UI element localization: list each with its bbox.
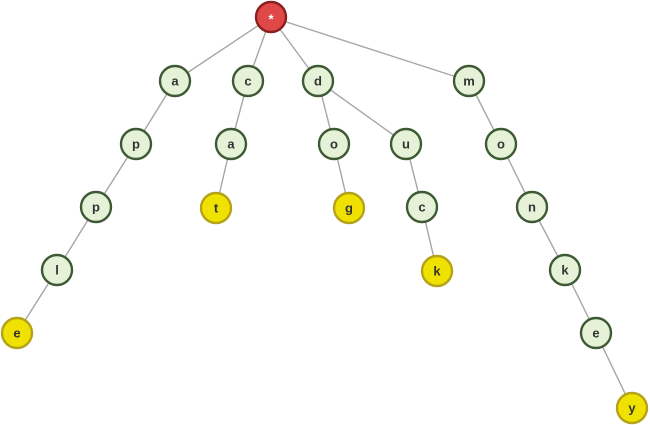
node-circle	[79, 190, 113, 224]
node-label: l	[55, 263, 59, 278]
node-circle	[405, 190, 439, 224]
trie-node-c: c	[231, 64, 265, 98]
node-label: t	[214, 201, 219, 216]
node-circle	[579, 316, 613, 350]
node-circle	[389, 127, 423, 161]
word-end-node-duck: k	[420, 254, 454, 288]
node-circle	[119, 127, 153, 161]
trie-node-du: u	[389, 127, 423, 161]
node-circle	[0, 316, 34, 350]
edge-d-du	[317, 80, 407, 145]
node-circle	[214, 127, 248, 161]
node-label: e	[592, 326, 599, 341]
trie-node-monke: e	[579, 316, 613, 350]
trie-node-ap: p	[119, 127, 153, 161]
word-end-node-apple: e	[0, 316, 34, 350]
node-circle	[548, 253, 582, 287]
node-circle	[452, 64, 486, 98]
trie-node-d: d	[301, 64, 335, 98]
edge-root-a	[174, 16, 272, 82]
node-label: o	[330, 137, 338, 152]
word-end-node-cat: t	[199, 191, 233, 225]
node-label: a	[171, 74, 179, 89]
node-label: n	[528, 200, 536, 215]
node-label: u	[402, 137, 410, 152]
node-circle	[317, 127, 351, 161]
node-label: d	[314, 74, 322, 89]
node-circle	[615, 391, 649, 425]
node-circle	[40, 253, 74, 287]
trie-node-mon: n	[515, 190, 549, 224]
trie-node-monk: k	[548, 253, 582, 287]
node-circle	[231, 64, 265, 98]
node-label: k	[433, 264, 441, 279]
trie-node-app: p	[79, 190, 113, 224]
node-circle	[158, 64, 192, 98]
root-node: *	[254, 0, 288, 34]
trie-node-a: a	[158, 64, 192, 98]
node-circle	[301, 64, 335, 98]
node-circle	[420, 254, 454, 288]
node-circle	[484, 127, 518, 161]
edge-root-m	[270, 16, 470, 82]
node-circle	[515, 190, 549, 224]
node-label: k	[561, 263, 569, 278]
node-label: c	[244, 74, 251, 89]
node-label: c	[418, 200, 425, 215]
node-label: e	[13, 326, 20, 341]
word-end-node-monkey: y	[615, 391, 649, 425]
trie-node-duc: c	[405, 190, 439, 224]
node-label: p	[92, 200, 100, 215]
node-label: a	[227, 137, 235, 152]
trie-node-m: m	[452, 64, 486, 98]
node-label: y	[628, 401, 636, 416]
node-circle	[254, 0, 288, 34]
node-circle	[332, 191, 366, 225]
node-label: p	[132, 137, 140, 152]
word-end-node-dog: g	[332, 191, 366, 225]
node-label: m	[463, 74, 475, 89]
trie-node-mo: o	[484, 127, 518, 161]
trie-node-ca: a	[214, 127, 248, 161]
node-circle	[199, 191, 233, 225]
trie-node-do: o	[317, 127, 351, 161]
trie-node-appl: l	[40, 253, 74, 287]
node-label: o	[497, 137, 505, 152]
node-label: g	[345, 201, 353, 216]
node-label: *	[268, 12, 274, 27]
